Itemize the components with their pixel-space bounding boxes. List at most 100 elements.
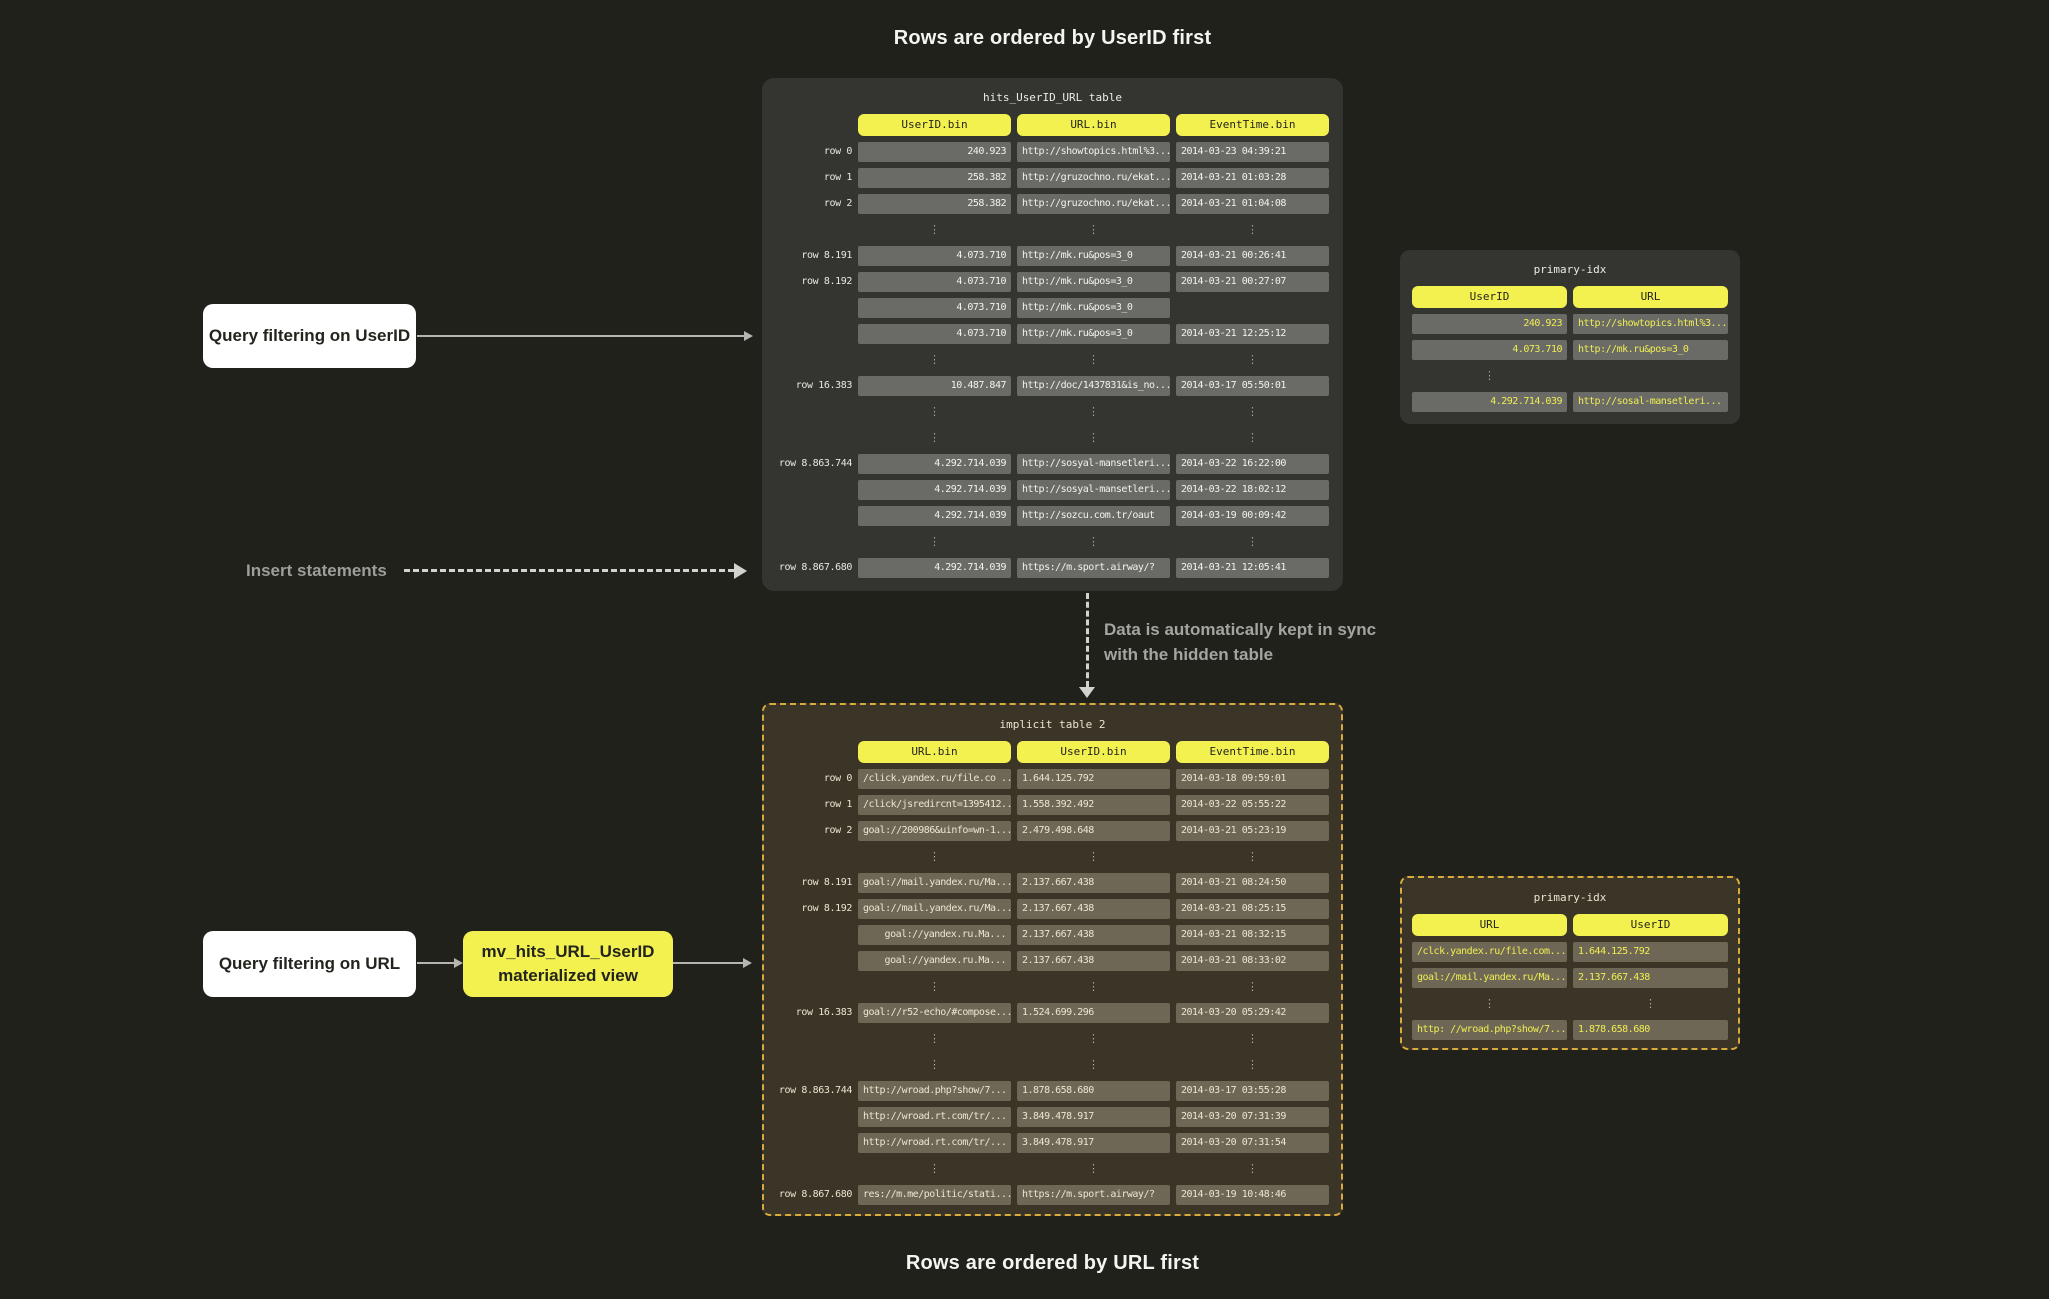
table-cell: 1.878.658.680 bbox=[1017, 1081, 1170, 1101]
column-header: UserID.bin bbox=[1017, 741, 1170, 763]
dots-cell: ⋮ bbox=[1247, 1162, 1258, 1175]
table-row: ⋮⋮⋮ bbox=[776, 1029, 1329, 1049]
query-filtering-url-label: Query filtering on URL bbox=[218, 954, 401, 973]
table-cell: 2014-03-21 12:25:12 bbox=[1176, 324, 1329, 344]
table-cell: 1.558.392.492 bbox=[1017, 795, 1170, 815]
table-title: hits_UserID_URL table bbox=[982, 91, 1123, 104]
table-cell: 2014-03-22 16:22:00 bbox=[1176, 454, 1329, 474]
table-row: row 8.867.680 res://m.me/politic/stati...… bbox=[776, 1185, 1329, 1205]
dots-cell: ⋮ bbox=[929, 980, 940, 993]
dots-cell: ⋮ bbox=[1247, 353, 1258, 366]
table-row: ⋮⋮⋮ bbox=[776, 402, 1329, 422]
table-row: http: //wroad.php?show/7...1.878.658.680 bbox=[1412, 1020, 1728, 1040]
table-row: 4.073.710 http://mk.ru&pos=3_0 bbox=[776, 298, 1329, 318]
row-label: row 8.863.744 bbox=[778, 458, 852, 469]
table-cell: 2014-03-21 00:26:41 bbox=[1176, 246, 1329, 266]
table-cell: res://m.me/politic/stati... bbox=[858, 1185, 1011, 1205]
table-cell: http://wroad.php?show/7... bbox=[858, 1081, 1011, 1101]
dots-cell: ⋮ bbox=[929, 1162, 940, 1175]
row-label bbox=[776, 506, 852, 526]
dots-cell: ⋮ bbox=[1247, 431, 1258, 444]
table-cell: http://sosyal-mansetleri... bbox=[1017, 480, 1170, 500]
table-cell: 4.073.710 bbox=[1412, 340, 1567, 360]
dots-cell: ⋮ bbox=[1484, 997, 1495, 1010]
table-cell: 1.524.699.296 bbox=[1017, 1003, 1170, 1023]
dashed-arrow-insert-line bbox=[404, 569, 734, 572]
table-cell: 4.292.714.039 bbox=[1412, 392, 1567, 412]
table-cell: 4.073.710 bbox=[858, 246, 1011, 266]
table-cell: 2.137.667.438 bbox=[1573, 968, 1728, 988]
table-cell: 4.292.714.039 bbox=[858, 506, 1011, 526]
table-cell: 258.382 bbox=[858, 168, 1011, 188]
table-cell: 2014-03-21 00:27:07 bbox=[1176, 272, 1329, 292]
table-row: row 0/click.yandex.ru/file.co ...1.644.1… bbox=[776, 769, 1329, 789]
dots-cell bbox=[1573, 366, 1728, 386]
table-cell: 2014-03-21 12:05:41 bbox=[1176, 558, 1329, 578]
row-label-spacer bbox=[776, 741, 852, 761]
dots-cell: ⋮ bbox=[929, 353, 940, 366]
table-cell: 4.073.710 bbox=[858, 298, 1011, 318]
table-cell: 4.292.714.039 bbox=[858, 454, 1011, 474]
dashed-arrow-sync-head-icon bbox=[1079, 687, 1095, 698]
table-row: ⋮ ⋮ ⋮ bbox=[776, 1159, 1329, 1179]
column-header: URL bbox=[1412, 914, 1567, 936]
table-cell: http://sosyal-mansetleri... bbox=[1017, 454, 1170, 474]
table-cell: http://mk.ru&pos=3_0 bbox=[1017, 298, 1170, 318]
table-row: ⋮⋮⋮ bbox=[776, 847, 1329, 867]
table-cell: 4.073.710 bbox=[858, 272, 1011, 292]
row-label-spacer bbox=[776, 114, 852, 134]
table-cell: 240.923 bbox=[1412, 314, 1567, 334]
dots-cell: ⋮ bbox=[1088, 353, 1099, 366]
table-cell: goal://200986&uinfo=wn-1... bbox=[858, 821, 1011, 841]
dots-cell: ⋮ bbox=[1088, 1162, 1099, 1175]
table-cell: http://doc/1437831&is_no... bbox=[1017, 376, 1170, 396]
row-label: row 8.863.744 bbox=[778, 1085, 852, 1096]
dashed-arrow-sync-line bbox=[1086, 593, 1089, 687]
row-label: row 2 bbox=[823, 825, 853, 836]
insert-statements-label: Insert statements bbox=[246, 561, 387, 580]
dots-cell: ⋮ bbox=[929, 431, 940, 444]
table-cell: goal://yandex.ru.Ma... bbox=[858, 925, 1011, 945]
row-label: row 8.867.680 bbox=[778, 1189, 852, 1200]
table-cell: 4.292.714.039 bbox=[858, 558, 1011, 578]
row-label bbox=[776, 1159, 852, 1179]
table-cell: 2014-03-17 05:50:01 bbox=[1176, 376, 1329, 396]
table-title: primary-idx bbox=[1533, 263, 1607, 276]
table-row: ⋮ bbox=[1412, 366, 1728, 386]
row-label bbox=[776, 847, 852, 867]
row-label bbox=[776, 480, 852, 500]
row-label bbox=[776, 402, 852, 422]
arrow-mv-head-icon bbox=[743, 958, 752, 968]
table-cell: http://mk.ru&pos=3_0 bbox=[1017, 272, 1170, 292]
table-row: ⋮⋮⋮ bbox=[776, 428, 1329, 448]
row-label bbox=[776, 324, 852, 344]
row-label bbox=[776, 1029, 852, 1049]
table-row: row 1/click/jsredircnt=1395412...1.558.3… bbox=[776, 795, 1329, 815]
dots-cell: ⋮ bbox=[1088, 850, 1099, 863]
column-header: UserID bbox=[1412, 286, 1567, 308]
sync-note-line1: Data is automatically kept in sync bbox=[1104, 620, 1377, 639]
table-cell: 2014-03-22 18:02:12 bbox=[1176, 480, 1329, 500]
table-row: ⋮⋮⋮ bbox=[776, 532, 1329, 552]
sync-note-line2: with the hidden table bbox=[1104, 645, 1274, 664]
row-label: row 16.383 bbox=[795, 380, 853, 391]
row-label bbox=[776, 977, 852, 997]
dots-cell: ⋮ bbox=[1247, 1058, 1258, 1071]
dots-cell: ⋮ bbox=[1645, 997, 1656, 1010]
row-label bbox=[776, 1133, 852, 1153]
row-label: row 1 bbox=[823, 172, 853, 183]
table-cell: 4.292.714.039 bbox=[858, 480, 1011, 500]
table-cell: 2014-03-20 07:31:54 bbox=[1176, 1133, 1329, 1153]
row-label bbox=[776, 350, 852, 370]
table-cell: goal://r52-echo/#compose... bbox=[858, 1003, 1011, 1023]
row-label bbox=[776, 951, 852, 971]
